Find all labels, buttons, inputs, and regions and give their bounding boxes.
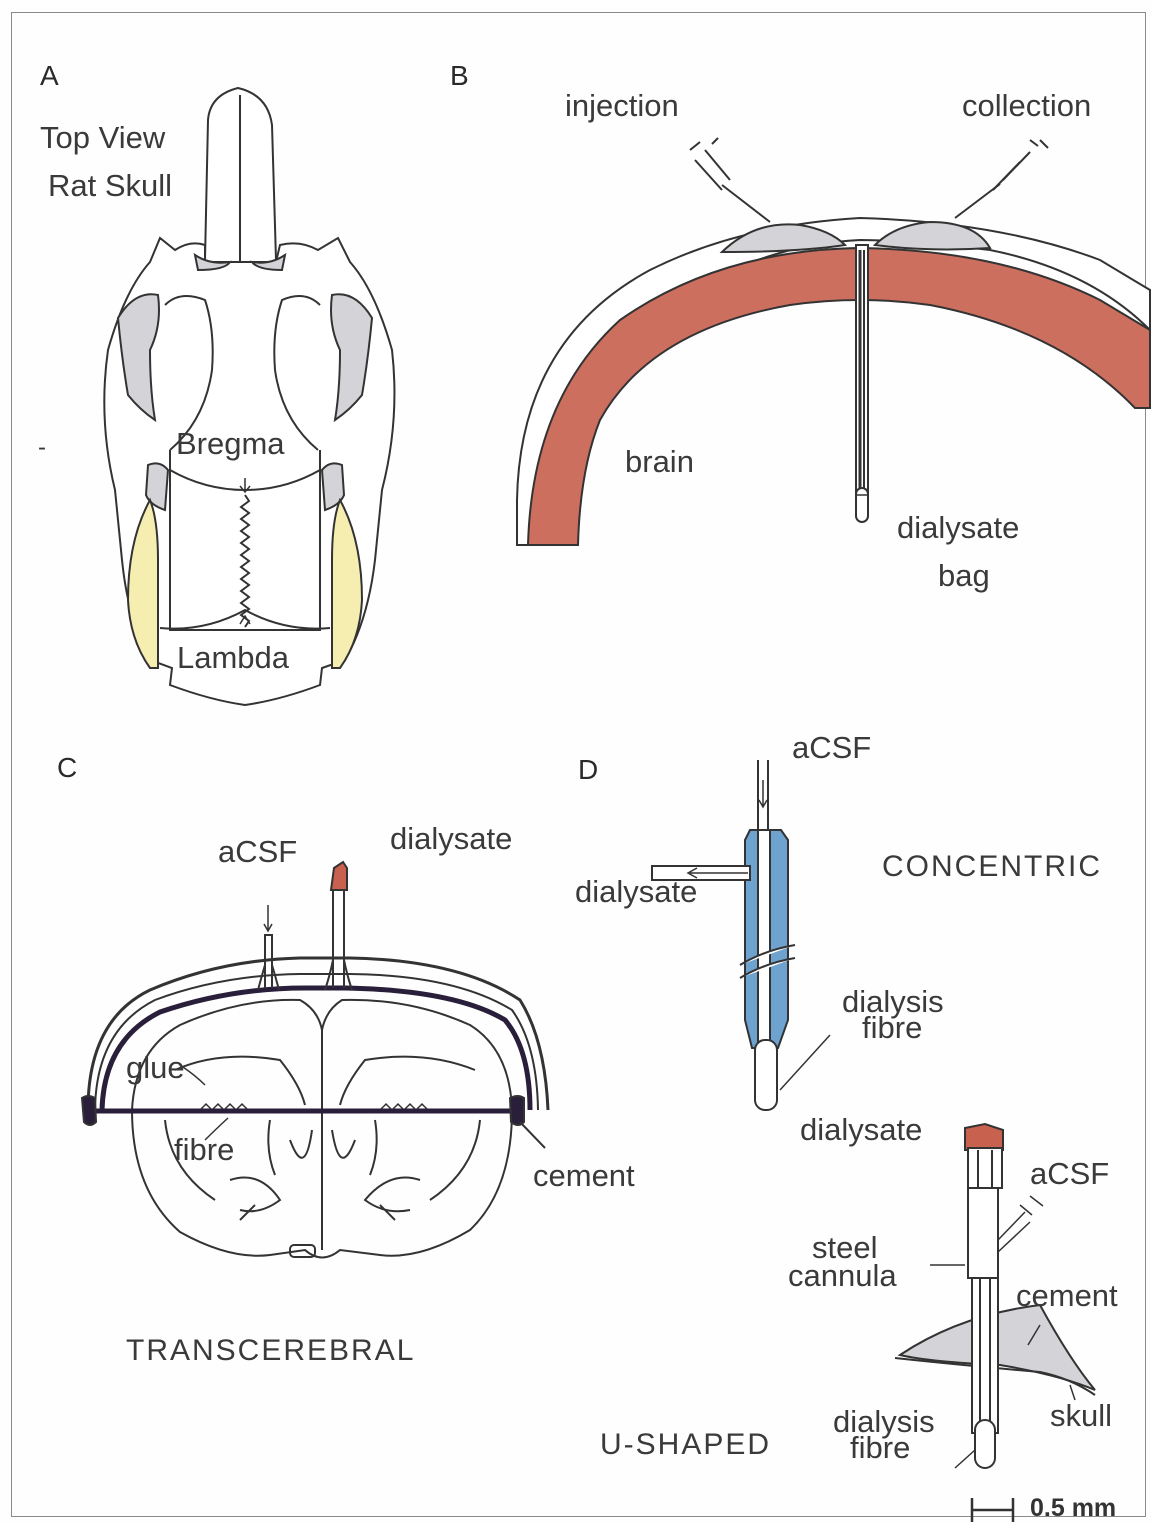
scale-bar-graphic <box>972 1498 1013 1522</box>
skull-arc-outer <box>88 958 548 1110</box>
scale-bar-label: 0.5 mm <box>1030 1496 1116 1521</box>
dialysate-label-b: dialysate <box>897 512 1019 543</box>
dialysate-tip <box>331 862 347 890</box>
dialysate-label-u: dialysate <box>800 1114 922 1145</box>
injection-label: injection <box>565 90 679 121</box>
dialysate-label-d: dialysate <box>575 876 697 907</box>
panel-a-dash: - <box>38 436 46 460</box>
dialysate-bag-drawing <box>517 138 1150 545</box>
steel-cannula <box>968 1188 998 1278</box>
concentric-probe-drawing <box>652 760 830 1110</box>
panel-b-letter: B <box>450 62 469 90</box>
glue-arc <box>102 988 530 1110</box>
transcerebral-caption: TRANSCEREBRAL <box>126 1336 415 1366</box>
acsf-port <box>258 935 279 990</box>
bregma-label: Bregma <box>176 428 285 459</box>
panel-d-letter: D <box>578 756 598 784</box>
cement-left <box>82 1096 96 1125</box>
lambda-label: Lambda <box>177 642 289 673</box>
dialysate-label-c: dialysate <box>390 823 512 854</box>
acsf-label-u: aCSF <box>1030 1158 1109 1189</box>
u-dialysate-tip <box>965 1124 1003 1150</box>
skull-label: skull <box>1050 1400 1112 1431</box>
panel-a-letter: A <box>40 62 59 90</box>
acsf-label-c: aCSF <box>218 836 297 867</box>
cement-label-c: cement <box>533 1160 635 1191</box>
dialysis-label-u-line2: fibre <box>850 1432 910 1463</box>
acsf-label-d: aCSF <box>792 732 871 763</box>
injection-needle <box>722 185 770 222</box>
u-shaped-caption: U-SHAPED <box>600 1430 771 1460</box>
bag-label: bag <box>938 560 990 591</box>
concentric-caption: CONCENTRIC <box>882 852 1102 882</box>
panel-a-title-line2: Rat Skull <box>48 170 172 201</box>
dialysis-probe <box>856 245 868 513</box>
brain-label: brain <box>625 446 694 477</box>
cement-label-u: cement <box>1016 1280 1118 1311</box>
panel-c-letter: C <box>57 754 77 782</box>
collection-label: collection <box>962 90 1091 121</box>
fibre-label: fibre <box>174 1134 234 1165</box>
panel-a-title-line1: Top View <box>40 122 165 153</box>
glue-label: glue <box>126 1052 185 1083</box>
dialysis-label-d-line2: fibre <box>862 1012 922 1043</box>
steel-label-line2: cannula <box>788 1260 897 1291</box>
cement-right <box>510 1096 524 1125</box>
